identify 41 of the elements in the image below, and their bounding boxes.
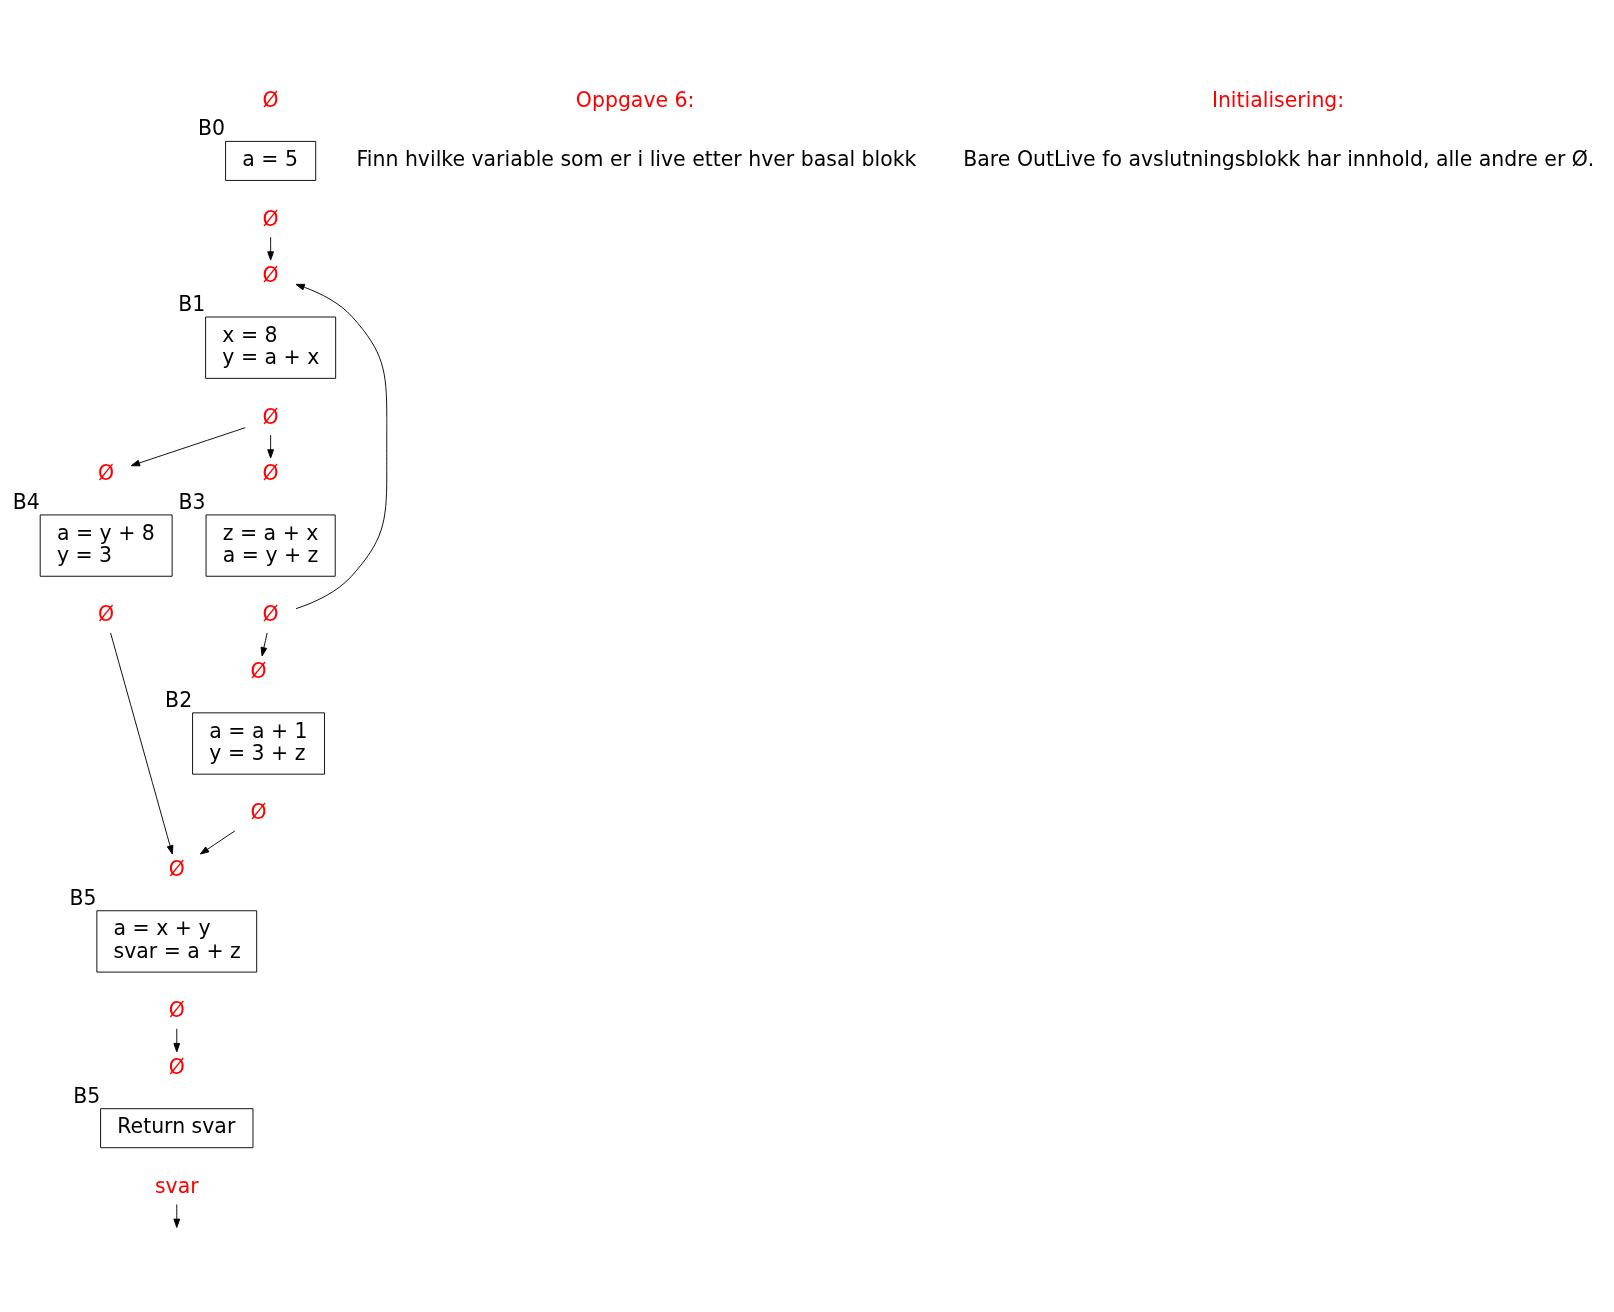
node-text: Ø bbox=[168, 856, 185, 881]
arrow bbox=[130, 426, 246, 466]
node-text: Ø bbox=[98, 460, 115, 485]
node-text: Ø bbox=[262, 601, 279, 626]
node-text: Ø bbox=[262, 460, 279, 485]
node-text: Ø bbox=[168, 1054, 185, 1079]
arrow bbox=[295, 283, 388, 609]
node-text: Ø bbox=[250, 799, 267, 824]
node-label: B5 bbox=[69, 885, 97, 910]
node-box: a = 5 bbox=[225, 140, 317, 181]
node-text: Ø bbox=[262, 87, 279, 112]
arrow bbox=[110, 632, 174, 855]
arrow bbox=[267, 236, 274, 261]
node-text: Ø bbox=[250, 658, 267, 683]
arrow bbox=[173, 1203, 181, 1228]
label: Oppgave 6: bbox=[575, 87, 695, 112]
node-label: B4 bbox=[12, 489, 40, 514]
node-box: Return svar bbox=[100, 1107, 254, 1148]
node-label: B0 bbox=[198, 115, 226, 140]
label: Bare OutLive fo avslutningsblokk har innhold, alle andre er Ø. bbox=[963, 146, 1595, 171]
node-text: Ø bbox=[98, 601, 115, 626]
node-text: Ø bbox=[262, 206, 279, 231]
node-box: a = x + y svar = a + z bbox=[96, 909, 258, 973]
arrow bbox=[173, 1027, 181, 1052]
label: Initialisering: bbox=[1211, 87, 1345, 112]
node-label: B3 bbox=[178, 489, 206, 514]
node-label: B2 bbox=[165, 687, 193, 712]
node-label: B5 bbox=[73, 1083, 101, 1108]
node-text: Ø bbox=[262, 262, 279, 287]
node-text: svar bbox=[154, 1173, 199, 1198]
node-box: a = y + 8 y = 3 bbox=[39, 513, 173, 577]
node-label: B1 bbox=[178, 291, 206, 316]
label: Finn hvilke variable som er i live etter hver basal blokk bbox=[356, 146, 917, 171]
node-box: x = 8 y = a + x bbox=[205, 316, 337, 379]
node-box: z = a + x a = y + z bbox=[205, 513, 336, 577]
node-text: Ø bbox=[262, 404, 279, 428]
node-box: a = a + 1 y = 3 + z bbox=[192, 711, 325, 775]
arrow bbox=[199, 829, 236, 854]
arrow bbox=[260, 632, 268, 656]
arrow bbox=[267, 434, 274, 458]
node-text: Ø bbox=[168, 997, 185, 1022]
